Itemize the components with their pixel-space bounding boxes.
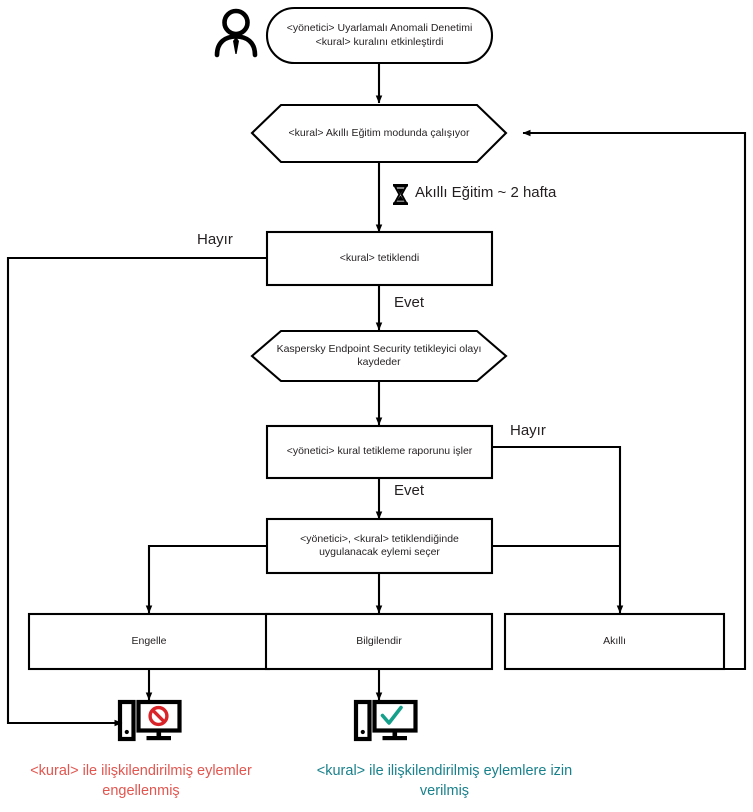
edge-label-yes-report: Evet (394, 482, 425, 499)
outcome-allowed-line1: <kural> ile ilişkilendirilmiş eylemlere … (316, 763, 573, 779)
node-select-action-shape (265, 517, 494, 575)
edge-no-report-to-smart (491, 445, 624, 614)
edge-label-yes-trigger: Evet (394, 294, 425, 311)
edge-select-to-block (145, 544, 267, 614)
edge-smart-loop-back (522, 129, 747, 671)
smart-training-duration-text: Akıllı Eğitim ~ 2 hafta (415, 184, 557, 201)
hourglass-icon (393, 184, 408, 205)
node-admin-report-shape (265, 424, 494, 480)
node-smart-shape (503, 612, 726, 671)
smart-training-duration-annotation: Akıllı Eğitim ~ 2 hafta (393, 184, 556, 201)
outcome-allowed-caption: <kural> ile ilişkilendirilmiş eylemlere … (282, 762, 607, 801)
outcome-allowed-line2: verilmiş (419, 782, 470, 799)
edge-label-no-report: Hayır (510, 422, 546, 439)
node-start-shape (265, 6, 494, 65)
outcome-blocked-line1: <kural> ile ilişkilendirilmiş eylemler (30, 763, 252, 779)
node-smart-training-shape (250, 103, 508, 164)
edge-label-no-trigger: Hayır (197, 231, 233, 248)
node-inform-shape (264, 612, 494, 671)
node-block-shape (27, 612, 271, 671)
computer-allowed-icon (353, 699, 418, 742)
person-icon (214, 8, 258, 58)
outcome-blocked-caption: <kural> ile ilişkilendirilmiş eylemler e… (0, 762, 282, 801)
edge-no-loop-to-blocked (6, 256, 267, 727)
computer-blocked-icon (117, 699, 182, 742)
node-kes-log-shape (250, 329, 508, 383)
outcome-blocked-line2: engellenmiş (102, 782, 180, 799)
node-rule-triggered-shape (265, 230, 494, 287)
